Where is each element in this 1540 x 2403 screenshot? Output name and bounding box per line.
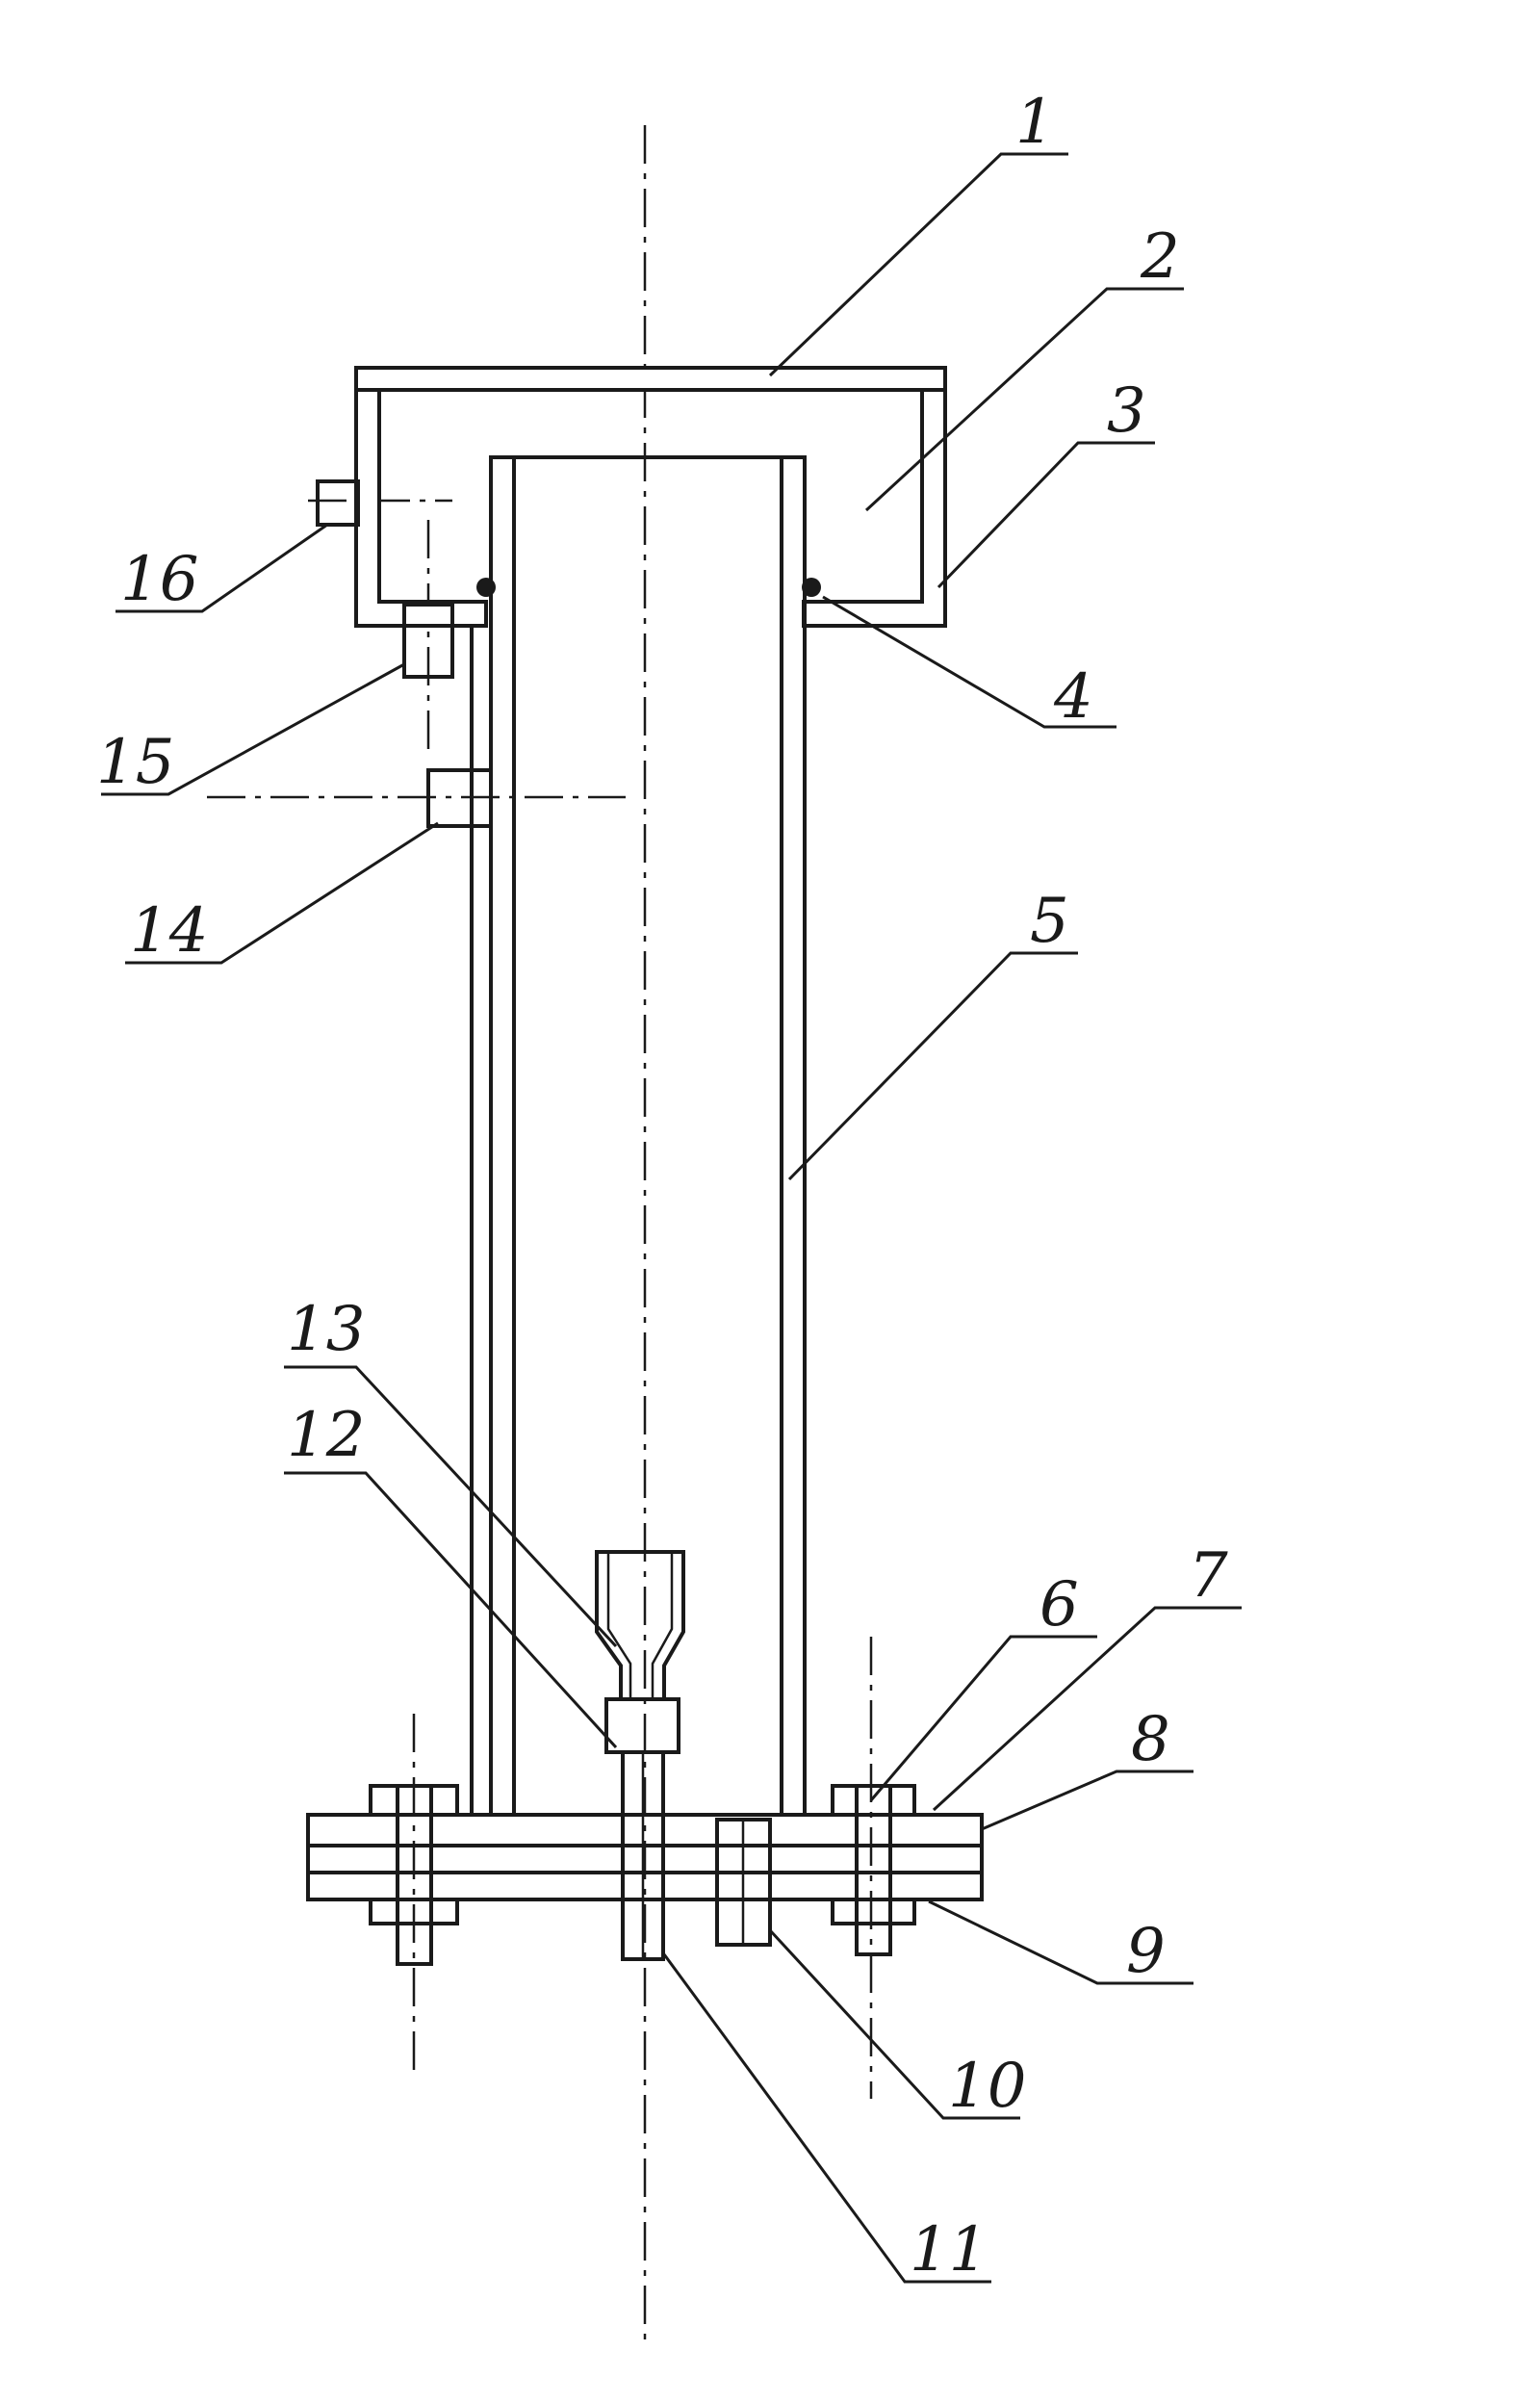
label-11: 11 — [910, 2214, 988, 2286]
label-12: 12 — [287, 1400, 365, 1471]
tube-left-wall — [489, 455, 516, 1817]
label-15: 15 — [96, 727, 174, 798]
main-tube — [470, 455, 821, 1817]
leader-8 — [981, 1770, 1194, 1831]
leader-7 — [932, 1606, 1242, 1812]
leader-10 — [768, 1928, 1020, 2120]
center-lines — [207, 125, 873, 2339]
nozzle-funnel-inner — [606, 1552, 674, 1699]
weld-right — [802, 578, 821, 597]
label-9: 9 — [1126, 1916, 1166, 1987]
leader-4 — [822, 595, 1116, 729]
leader-13 — [284, 1365, 618, 1648]
port-15 — [402, 603, 454, 679]
label-4: 4 — [1053, 661, 1093, 733]
side-ports — [316, 479, 493, 828]
leader-16 — [116, 523, 328, 613]
label-16: 16 — [120, 544, 198, 615]
nozzle-coupling-12 — [604, 1697, 680, 1754]
leader-9 — [928, 1899, 1194, 1985]
port-16 — [316, 479, 360, 527]
reference-labels: 1 2 3 4 5 6 7 8 9 10 11 12 13 14 15 16 — [96, 87, 1228, 2286]
label-3: 3 — [1107, 375, 1146, 447]
nozzle-funnel — [595, 1550, 685, 1701]
bottom-flange — [306, 1784, 984, 1966]
flange-lower-plate — [306, 1871, 984, 1901]
leader-5 — [787, 951, 1078, 1181]
label-1: 1 — [1015, 87, 1055, 158]
label-13: 13 — [287, 1294, 365, 1365]
label-10: 10 — [948, 2051, 1026, 2122]
label-6: 6 — [1040, 1569, 1079, 1641]
left-bolt-nut — [369, 1898, 459, 1925]
label-14: 14 — [130, 895, 208, 967]
leader-lines — [101, 152, 1242, 2284]
leader-11 — [662, 1953, 991, 2284]
leader-12 — [284, 1471, 618, 1749]
leader-14 — [125, 821, 439, 965]
weld-left — [476, 578, 496, 597]
top-cap — [354, 366, 947, 628]
left-bolt-shank — [396, 1784, 433, 1966]
label-5: 5 — [1030, 886, 1069, 957]
label-7: 7 — [1189, 1540, 1228, 1612]
label-2: 2 — [1140, 221, 1180, 293]
cap-outer-shell — [354, 366, 947, 628]
inner-nozzle — [595, 1550, 685, 1961]
tube-right-wall — [780, 455, 807, 1817]
leader-6 — [869, 1635, 1097, 1801]
leader-1 — [768, 152, 1068, 377]
leader-15 — [101, 662, 405, 796]
right-bolt-head — [831, 1784, 916, 1817]
port-14 — [426, 768, 493, 828]
right-bolt-nut — [831, 1898, 916, 1925]
leader-3 — [937, 441, 1155, 589]
label-8: 8 — [1131, 1704, 1170, 1775]
leader-2 — [864, 287, 1184, 512]
right-bolt-shank — [855, 1784, 892, 1956]
